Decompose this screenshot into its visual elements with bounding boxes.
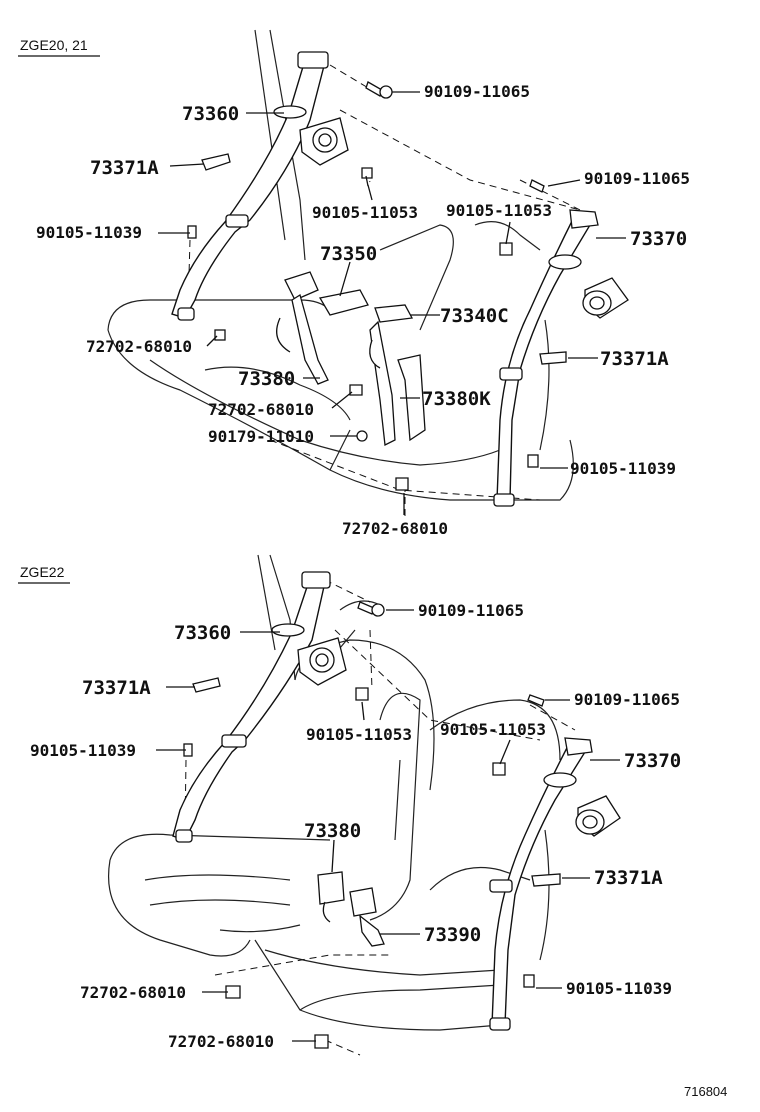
label-90105-11053-mid: 90105-11053 xyxy=(312,203,418,222)
label-90179-11010: 90179-11010 xyxy=(208,427,314,446)
retractor-left-2 xyxy=(297,637,347,686)
diagram-code: 716804 xyxy=(684,1084,727,1099)
seat-belt-assy-73370-2 xyxy=(489,737,593,1031)
bolt-icons-2 xyxy=(183,601,545,1049)
section-title-1: ZGE20, 21 xyxy=(20,37,88,53)
label-90109-11065-top-2: 90109-11065 xyxy=(418,601,524,620)
retractor-right-1 xyxy=(582,277,629,319)
label-73371a-left: 73371A xyxy=(90,157,159,179)
label-72702-68010-c: 72702-68010 xyxy=(342,519,448,538)
clip-73371a-right-2 xyxy=(531,873,561,887)
seat-belt-assy-73360-2 xyxy=(172,571,331,843)
label-90109-11065-right: 90109-11065 xyxy=(584,169,690,188)
center-buckles-1 xyxy=(276,271,426,446)
label-73380k: 73380K xyxy=(422,388,491,410)
label-72702-68010-a: 72702-68010 xyxy=(86,337,192,356)
label-90109-11065-right-2: 90109-11065 xyxy=(574,690,680,709)
center-buckles-2 xyxy=(317,871,385,947)
label-73371a-right-2: 73371A xyxy=(594,867,663,889)
seat-belt-assy-73370 xyxy=(493,209,599,507)
section-zge20-21: ZGE20, 21 xyxy=(18,29,690,538)
clip-73371a-left-2 xyxy=(192,677,221,693)
label-73360: 73360 xyxy=(182,103,239,125)
label-73350: 73350 xyxy=(320,243,377,265)
section-title-2: ZGE22 xyxy=(20,564,65,580)
label-73370: 73370 xyxy=(630,228,687,250)
section-zge22: ZGE22 xyxy=(18,554,681,1056)
label-73380: 73380 xyxy=(238,368,295,390)
rear-seat-outline-1 xyxy=(107,29,574,501)
label-90105-11053-mid-2: 90105-11053 xyxy=(306,725,412,744)
retractor-left-1 xyxy=(299,117,349,166)
label-90105-11039-right-2: 90105-11039 xyxy=(566,979,672,998)
label-90105-11053-right-2: 90105-11053 xyxy=(440,720,546,739)
label-73340c: 73340C xyxy=(440,305,509,327)
label-90105-11053-right: 90105-11053 xyxy=(446,201,552,220)
label-73370-2: 73370 xyxy=(624,750,681,772)
label-90105-11039-right: 90105-11039 xyxy=(570,459,676,478)
label-72702-68010-b: 72702-68010 xyxy=(208,400,314,419)
leader-lines-1 xyxy=(158,91,626,515)
dashed-guides-2 xyxy=(184,579,576,1056)
label-72702-68010-a-2: 72702-68010 xyxy=(80,983,186,1002)
seat-belt-assy-73360 xyxy=(171,51,329,321)
dashed-guides-1 xyxy=(187,64,581,520)
leader-lines-2 xyxy=(156,609,620,1042)
label-90109-11065-top: 90109-11065 xyxy=(424,82,530,101)
label-90105-11039-left: 90105-11039 xyxy=(36,223,142,242)
clip-73371a-left-1 xyxy=(201,153,231,171)
label-73371a-right: 73371A xyxy=(600,348,669,370)
retractor-right-2 xyxy=(575,795,621,837)
clip-73371a-right-1 xyxy=(539,351,567,365)
label-72702-68010-b-2: 72702-68010 xyxy=(168,1032,274,1051)
label-73360-2: 73360 xyxy=(174,622,231,644)
label-90105-11039-left-2: 90105-11039 xyxy=(30,741,136,760)
label-73371a-left-2: 73371A xyxy=(82,677,151,699)
label-73390-2: 73390 xyxy=(424,924,481,946)
label-73380-2: 73380 xyxy=(304,820,361,842)
